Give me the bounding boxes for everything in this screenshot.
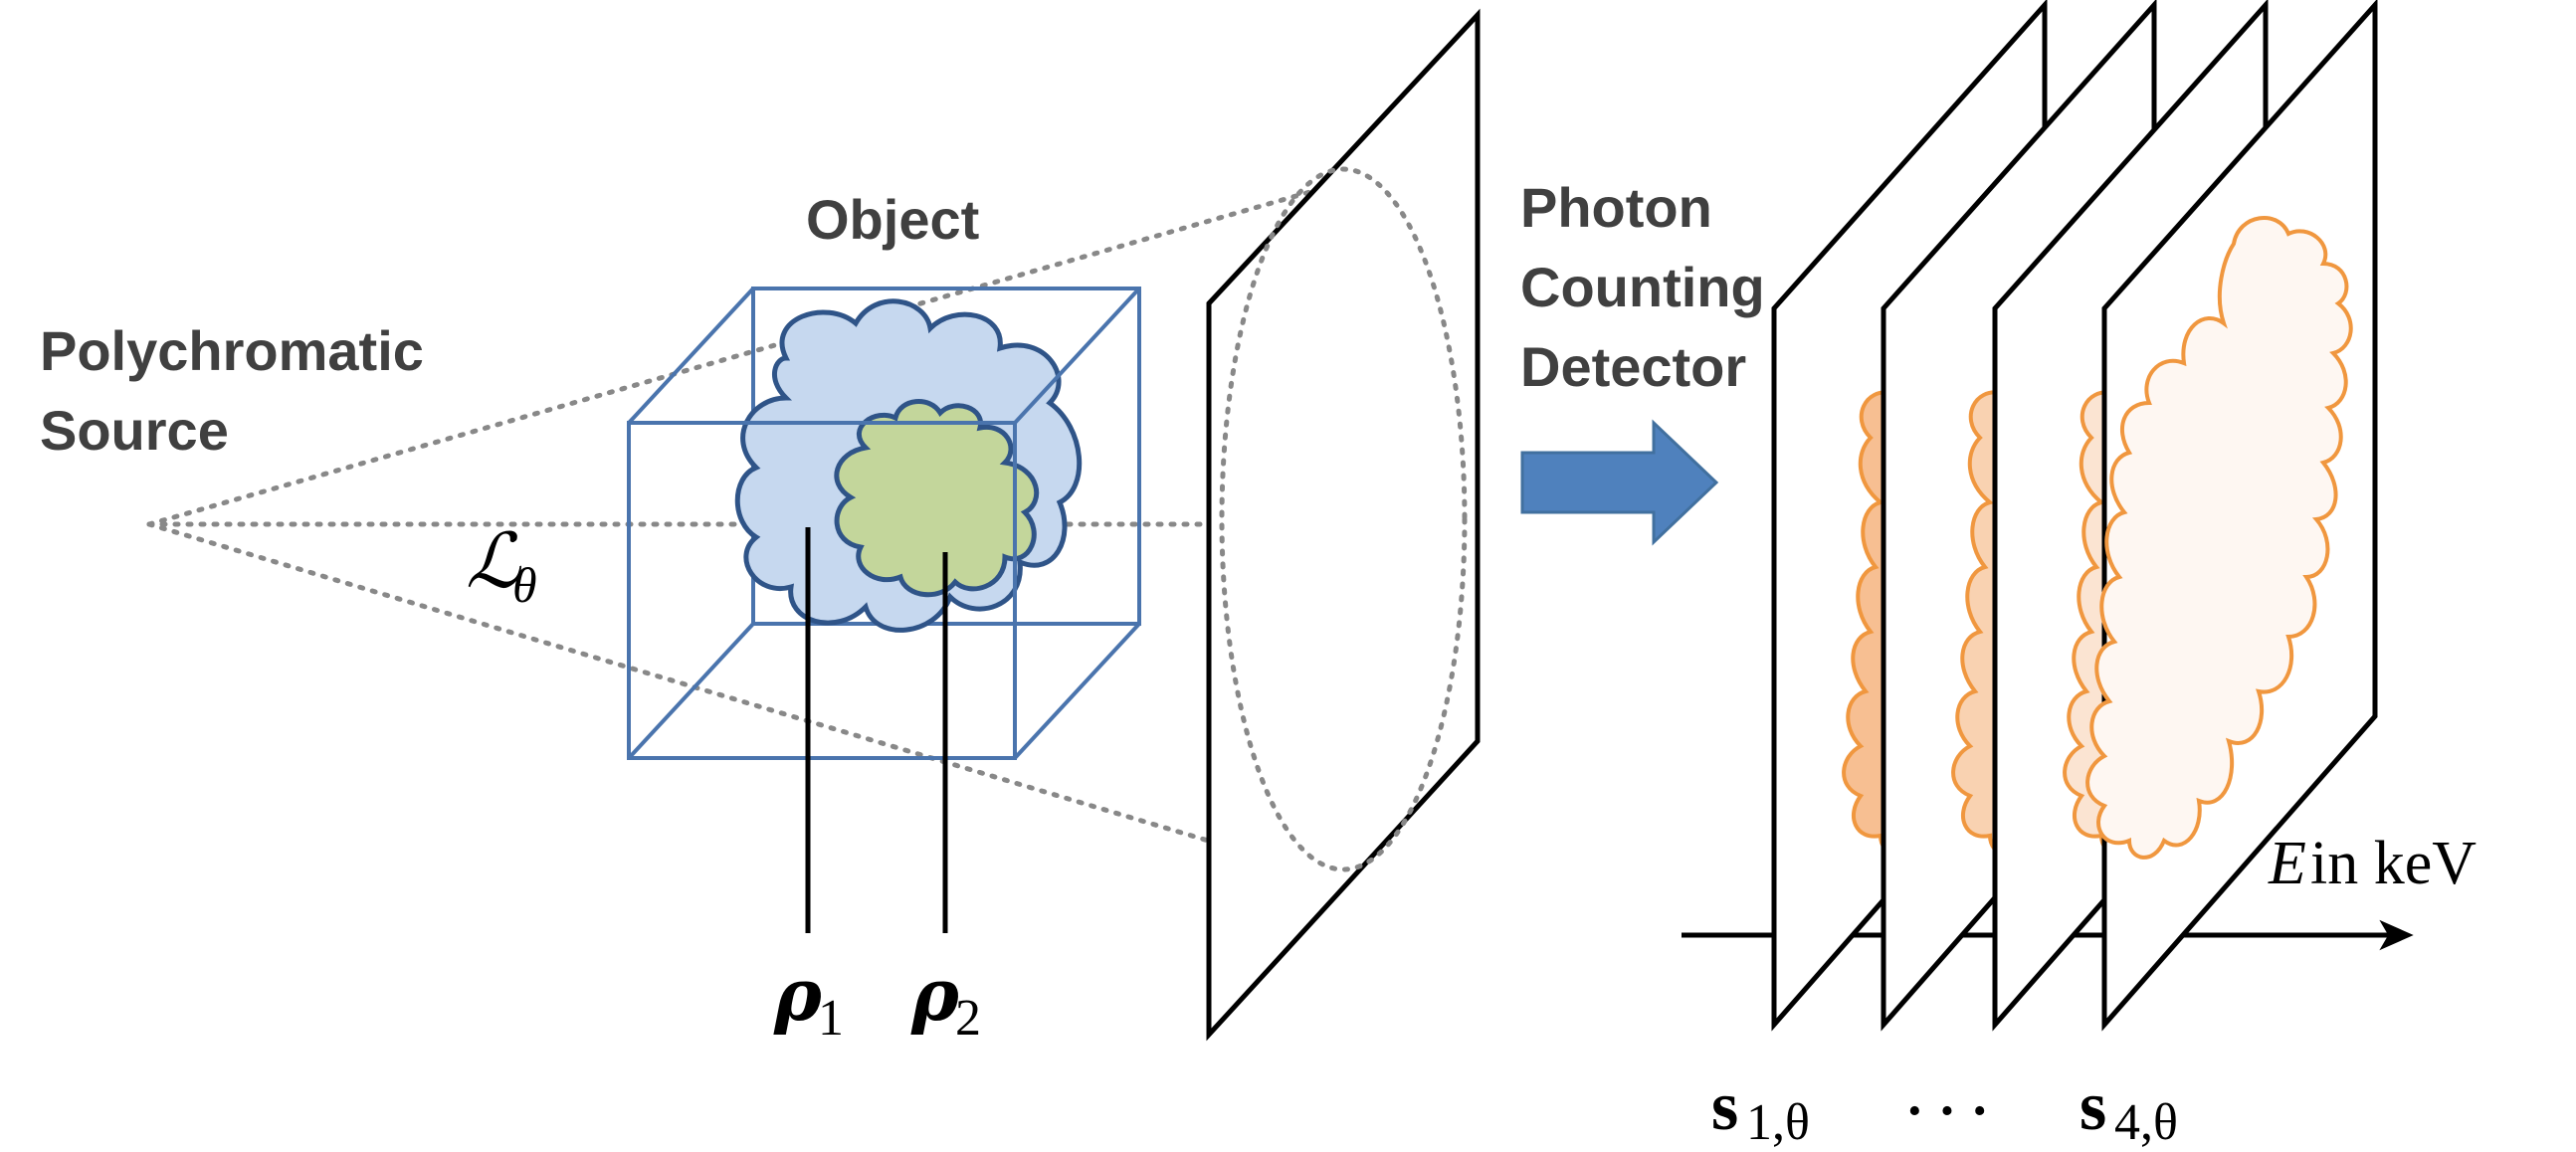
s1-subscript: 1,θ (1746, 1094, 1810, 1151)
rho1-symbol: ρ (773, 952, 823, 1037)
s1-symbol: s (1711, 1068, 1738, 1145)
energy-bin-planes (1771, 0, 2378, 1032)
s4-subscript: 4,θ (2114, 1094, 2178, 1151)
source-label-line1: Polychromatic (40, 319, 424, 382)
line-integral-symbol: ℒ (466, 520, 522, 604)
ellipsis: · · · (1905, 1080, 1989, 1142)
right-arrow-icon (1520, 419, 1719, 546)
rho1-subscript: 1 (818, 990, 844, 1047)
rho2-subscript: 2 (955, 990, 981, 1047)
energy-bin-4-cloud (2085, 216, 2353, 860)
detector-label-line1: Photon (1520, 176, 1712, 239)
energy-bin-4 (2085, 0, 2378, 1032)
line-integral-subscript: θ (512, 557, 537, 613)
detector-label-line2: Counting (1520, 256, 1765, 318)
energy-axis-symbol: E (2268, 830, 2306, 897)
object-label: Object (806, 188, 979, 251)
energy-axis-arrowhead (2379, 919, 2414, 951)
detector-label-line3: Detector (1520, 335, 1746, 398)
rho2-symbol: ρ (910, 952, 960, 1037)
detector-plane (1206, 8, 1481, 1042)
energy-axis-unit: in keV (2310, 830, 2477, 897)
source-label-line2: Source (40, 399, 229, 462)
cloud-material-2 (834, 399, 1040, 598)
object-cube-front (627, 287, 1141, 760)
s4-symbol: s (2080, 1068, 2106, 1145)
beam-footprint-ellipse (1219, 166, 1468, 872)
beam-lower-edge (146, 521, 1304, 871)
